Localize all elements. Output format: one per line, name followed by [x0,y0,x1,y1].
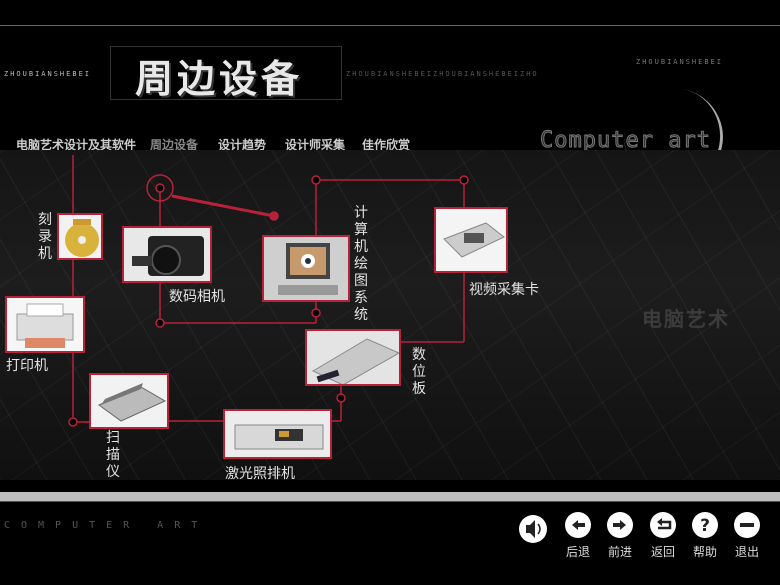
burner-device[interactable] [57,213,103,260]
nav-item-software[interactable]: 电脑艺术设计及其软件 [16,138,137,152]
header-pinyin-top-right: ZHOUBIANSHEBEI [636,58,724,66]
footer-computer-art: COMPUTER ART [4,520,209,531]
back-label: 后退 [565,545,590,559]
imagesetter-label: 激光照排机 [225,466,295,482]
top-divider [0,25,780,26]
title-frame [110,46,342,100]
exit-button[interactable]: 退出 [727,512,767,566]
scanner-label: 扫描仪 [106,430,120,480]
brand-computer-art: Computer art [540,128,711,154]
tablet-label: 数位板 [412,347,426,397]
imagesetter-device[interactable] [223,409,332,459]
svg-text:?: ? [700,516,710,536]
speaker-button[interactable] [518,514,548,544]
return-icon [650,512,676,538]
speaker-icon [519,515,547,543]
arrow-right-icon [607,512,633,538]
capture-card-device[interactable] [434,207,508,273]
watermark-text: 电脑艺术 [642,307,730,331]
nav-item-gallery[interactable]: 佳作欣赏 [362,138,411,152]
arrow-left-icon [565,512,591,538]
return-label: 返回 [650,545,675,559]
exit-label: 退出 [734,545,759,559]
header-pinyin-left: ZHOUBIANSHEBEI [4,70,92,78]
tablet-device[interactable] [305,329,401,386]
forward-button[interactable]: 前进 [600,512,640,566]
bottom-bar [0,492,780,501]
printer-device[interactable] [5,296,85,353]
page-title: 周边设备 [135,57,304,101]
nav-item-trends[interactable]: 设计趋势 [218,138,267,152]
header-pinyin-right: ZHOUBIANSHEBEIZHOUBIANSHEBEIZHO [346,70,539,78]
question-icon: ? [692,512,718,538]
help-button[interactable]: ? 帮助 [685,512,725,566]
nav-item-peripherals[interactable]: 周边设备 [150,138,199,152]
capture-card-label: 视频采集卡 [469,282,539,298]
back-button[interactable]: 后退 [558,512,598,566]
bottom-divider [0,501,780,502]
nav-item-designers[interactable]: 设计师采集 [285,138,346,152]
camera-device[interactable] [122,226,212,283]
printer-label: 打印机 [6,358,48,374]
content-band [0,150,780,480]
computer-label: 计算机绘图系统 [354,205,368,323]
scanner-device[interactable] [89,373,169,429]
minus-icon [734,512,760,538]
computer-device[interactable] [262,235,350,302]
return-button[interactable]: 返回 [643,512,683,566]
forward-label: 前进 [607,545,632,559]
help-label: 帮助 [692,545,717,559]
camera-label: 数码相机 [169,289,225,305]
burner-label: 刻录机 [38,212,52,262]
